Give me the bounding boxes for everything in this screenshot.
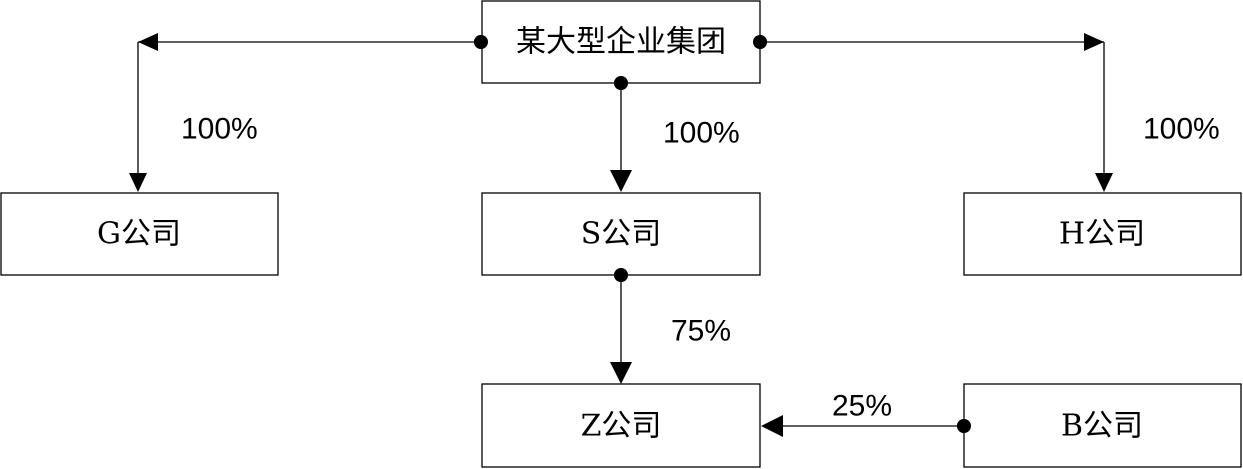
node-s-label: S公司 xyxy=(581,217,662,252)
edge-group-to-s-label: 100% xyxy=(663,117,740,150)
node-g-label: G公司 xyxy=(97,217,181,252)
node-z-box xyxy=(481,383,761,468)
edge-group-to-h-label: 100% xyxy=(1143,113,1220,146)
node-h-label: H公司 xyxy=(1059,217,1145,252)
edge-b-to-z: 25% xyxy=(761,390,971,437)
node-group: 某大型企业集团 xyxy=(481,0,761,84)
edge-group-to-g-label: 100% xyxy=(181,113,258,146)
group-bottom-dot xyxy=(614,76,628,90)
edge-group-to-s: 100% xyxy=(610,76,740,192)
node-s-box xyxy=(481,192,761,276)
node-group-box xyxy=(481,0,761,84)
s-bottom-dot xyxy=(614,268,628,282)
group-left-dot xyxy=(474,35,488,49)
node-b-box xyxy=(963,383,1242,468)
edge-group-to-s-arrowhead xyxy=(610,170,632,192)
edge-group-to-h: 100% xyxy=(753,33,1220,192)
edge-s-to-z: 75% xyxy=(610,268,731,384)
edge-group-to-g-arrowhead xyxy=(129,173,147,192)
node-g-box xyxy=(0,192,279,276)
edge-b-to-z-arrowhead xyxy=(761,415,783,437)
edge-s-to-z-arrowhead xyxy=(610,362,632,384)
group-right-dot xyxy=(753,35,767,49)
node-z-label: Z公司 xyxy=(581,409,662,444)
edge-group-to-h-arrowhead xyxy=(1095,173,1113,192)
node-g: G公司 xyxy=(0,192,279,276)
node-b-label: B公司 xyxy=(1061,409,1143,444)
node-s: S公司 xyxy=(481,192,761,276)
b-left-dot xyxy=(957,419,971,433)
edge-group-to-g-corner-arrow xyxy=(138,33,158,51)
origin-dots-overlay xyxy=(474,35,971,433)
node-h: H公司 xyxy=(963,192,1242,276)
node-h-box xyxy=(963,192,1242,276)
edge-group-to-h-corner-arrow xyxy=(1084,33,1104,51)
node-z: Z公司 xyxy=(481,383,761,468)
edge-group-to-g: 100% xyxy=(129,33,488,192)
node-group-label: 某大型企业集团 xyxy=(516,25,726,60)
edge-s-to-z-label: 75% xyxy=(671,315,731,348)
edge-b-to-z-label: 25% xyxy=(832,390,892,423)
node-b: B公司 xyxy=(963,383,1242,468)
